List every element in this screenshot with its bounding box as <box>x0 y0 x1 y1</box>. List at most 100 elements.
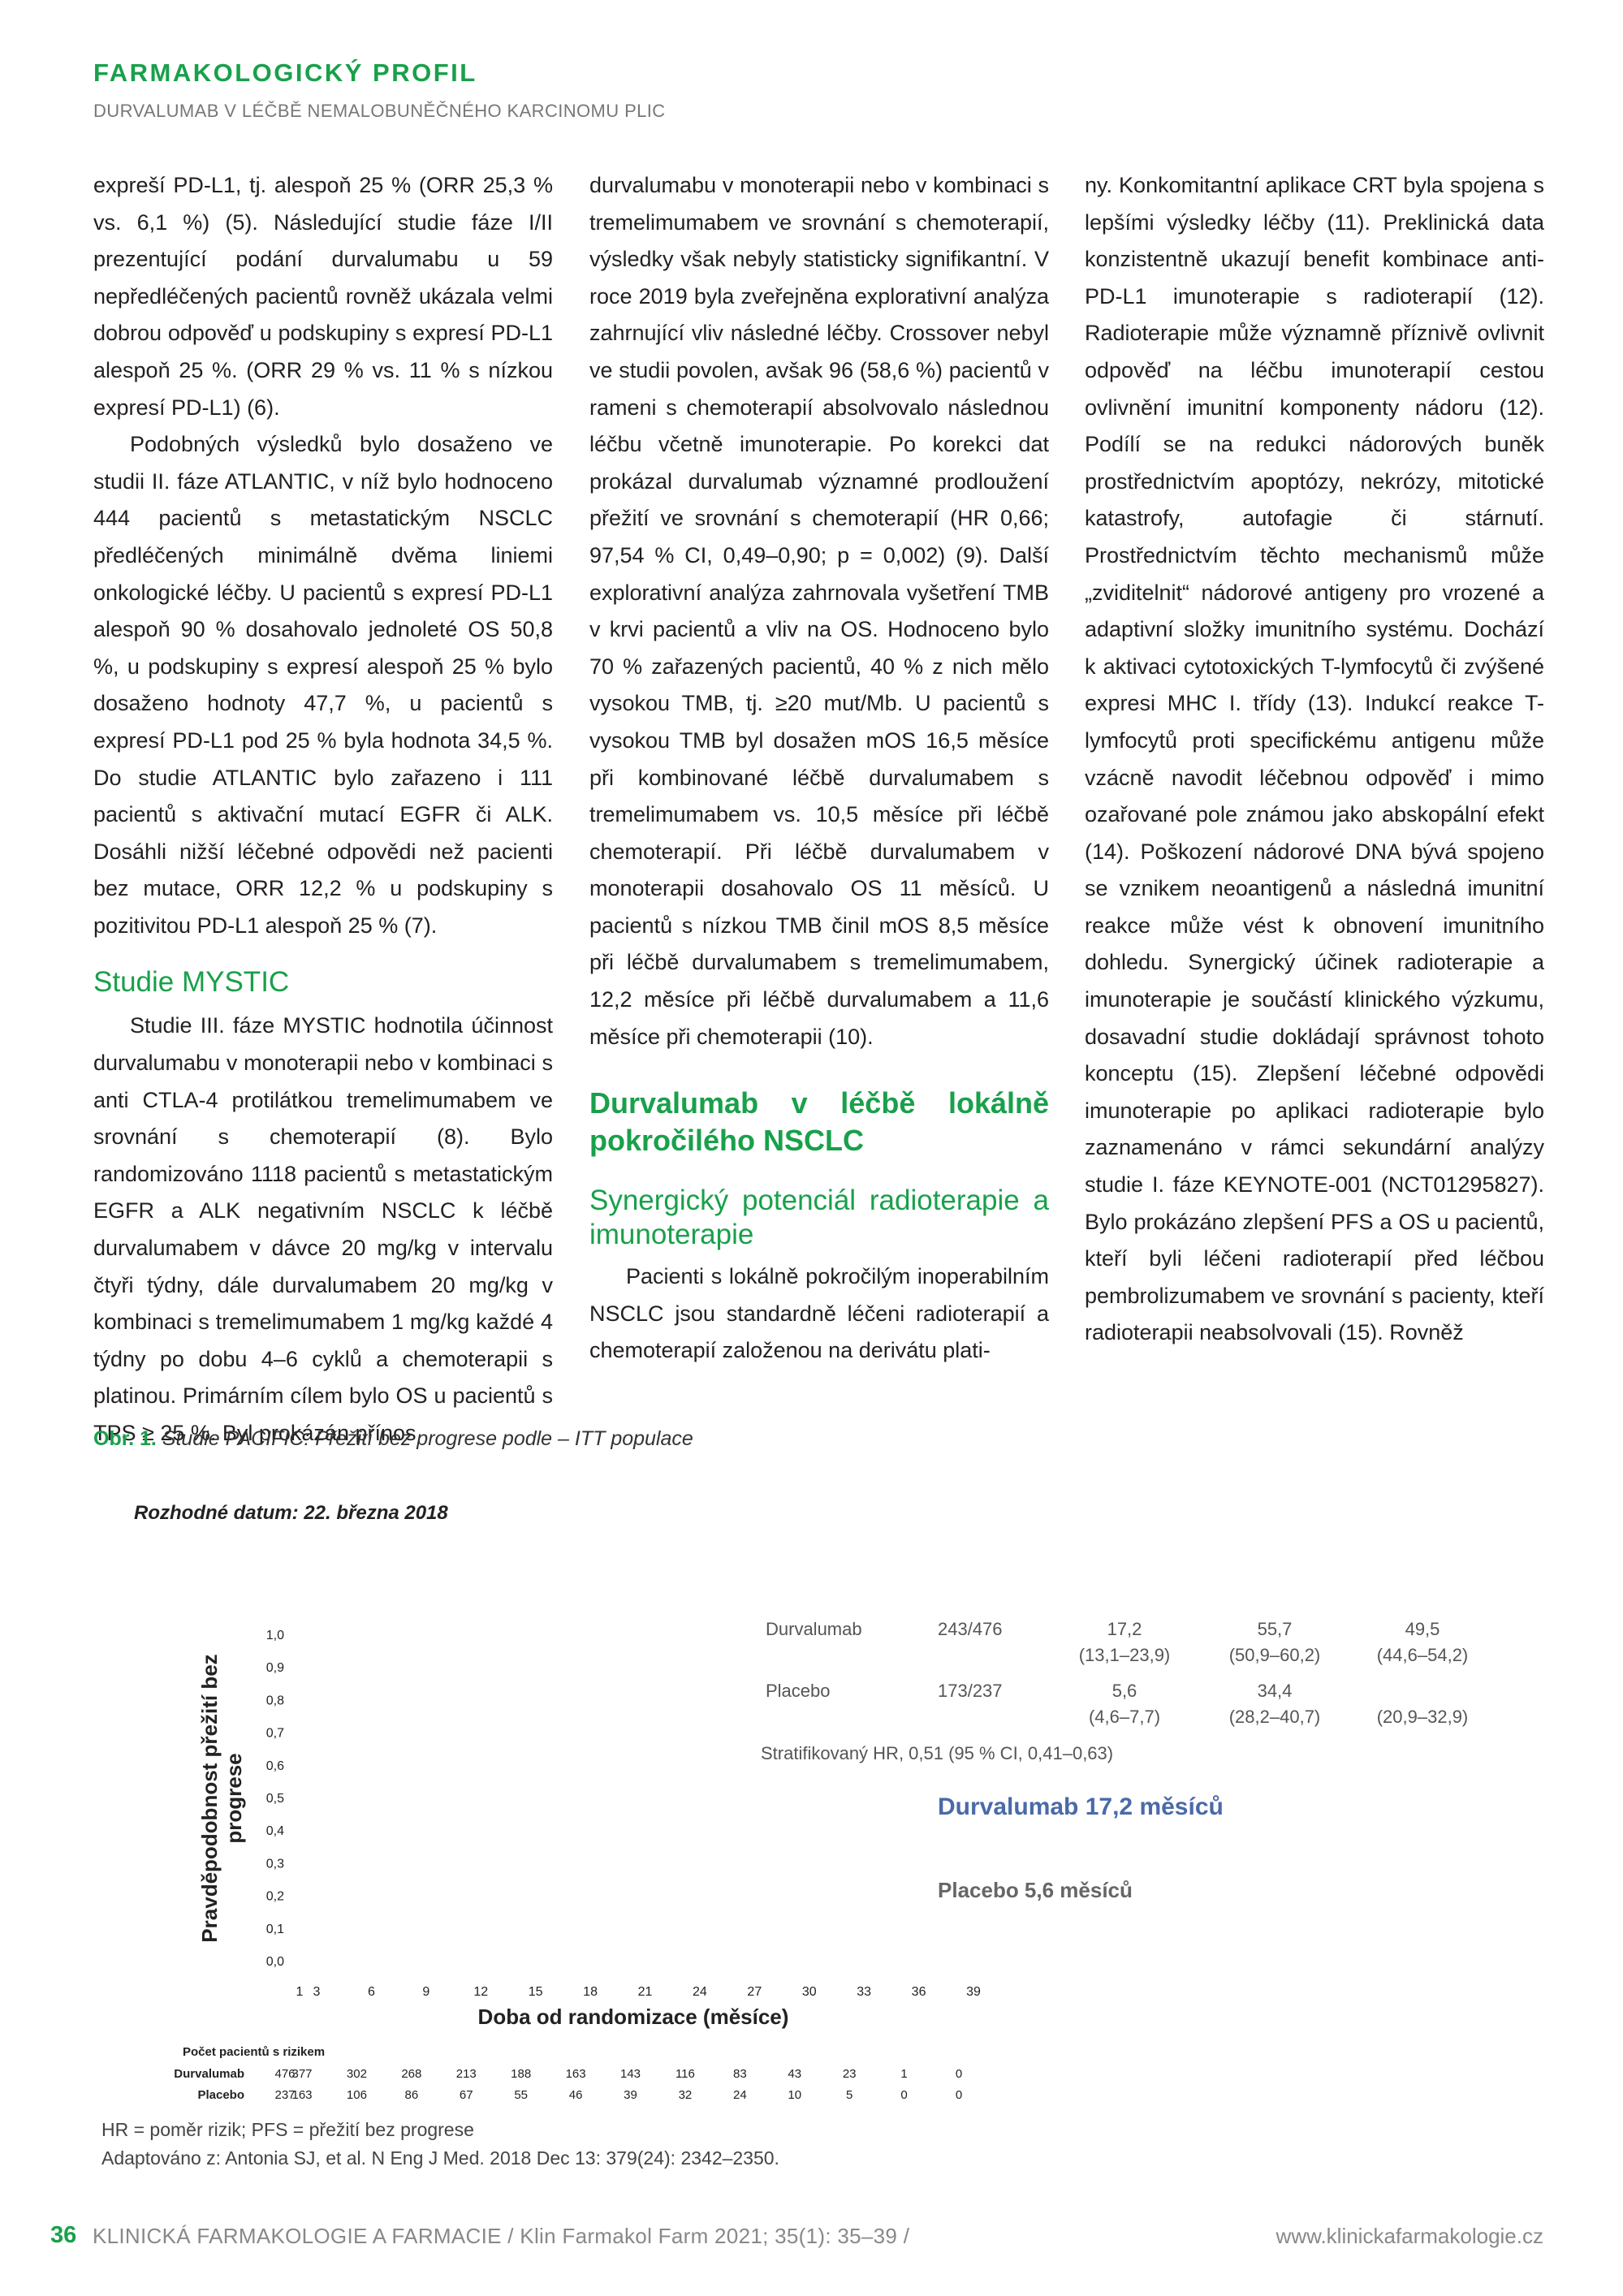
at-risk-value: 377 <box>291 2067 312 2081</box>
at-risk-value: 0 <box>956 2088 962 2102</box>
at-risk-value: 55 <box>514 2088 528 2102</box>
at-risk-value: 143 <box>620 2067 641 2081</box>
annotation-placebo-median: Placebo 5,6 měsíců <box>938 1878 1133 1902</box>
figure-label: Obr. 1. <box>93 1427 157 1450</box>
at-risk-value: 86 <box>404 2088 418 2102</box>
x-axis-title: Doba od randomizace (měsíce) <box>478 2005 789 2029</box>
y-axis-title-line2: progrese <box>222 1753 246 1843</box>
hazard-ratio: Stratifikovaný HR, 0,51 (95 % CI, 0,41–0… <box>761 1743 1113 1763</box>
section-header: FARMAKOLOGICKÝ PROFIL <box>93 58 477 87</box>
at-risk-value: 188 <box>511 2067 531 2081</box>
x-tick-label: 1 <box>296 1985 304 1999</box>
row-placebo-12m-ci: (28,2–40,7) <box>1229 1707 1321 1727</box>
row-placebo-name: Placebo <box>766 1681 831 1701</box>
journal-citation: KLINICKÁ FARMAKOLOGIE A FARMACIE / Klin … <box>93 2224 910 2248</box>
at-risk-value: 0 <box>900 2088 907 2102</box>
x-tick-label: 15 <box>529 1985 543 1999</box>
y-tick-label: 0,8 <box>266 1694 284 1707</box>
paragraph: Podobných výsledků bylo dosaženo ve stud… <box>93 432 553 938</box>
at-risk-value: 67 <box>460 2088 473 2102</box>
y-tick-label: 0,3 <box>266 1857 284 1871</box>
x-tick-label: 33 <box>857 1985 871 1999</box>
journal-website: www.klinickafarmakologie.cz <box>1276 2224 1543 2248</box>
figure-source: Adaptováno z: Antonia SJ, et al. N Eng J… <box>101 2147 779 2169</box>
at-risk-value: 106 <box>347 2088 367 2102</box>
paragraph: expreší PD-L1, tj. alespoň 25 % (ORR 25,… <box>93 173 553 420</box>
at-risk-value: 10 <box>788 2088 801 2102</box>
x-tick-label: 24 <box>693 1985 707 1999</box>
at-risk-value: 43 <box>788 2067 801 2081</box>
paragraph: Pacienti s lokálně pokročilým inoperabil… <box>589 1264 1049 1363</box>
at-risk-durvalumab-label: Durvalumab <box>174 2067 244 2081</box>
subsection-heading-synergy: Synergický potenciál radioterapie a imun… <box>589 1185 1049 1251</box>
annotation-durvalumab-median: Durvalumab 17,2 měsíců <box>938 1793 1224 1820</box>
y-tick-label: 0,4 <box>266 1824 284 1838</box>
at-risk-title: Počet pacientů s rizikem <box>183 2045 325 2059</box>
at-risk-placebo-label: Placebo <box>197 2088 244 2102</box>
at-risk-value: 32 <box>679 2088 693 2102</box>
pfs-chart: Rozhodné datum: 22. března 2018 Pravděpo… <box>134 1502 1468 2102</box>
paragraph: ny. Konkomitantní aplikace CRT byla spoj… <box>1085 173 1544 1345</box>
at-risk-value: 0 <box>956 2067 962 2081</box>
x-tick-label: 36 <box>912 1985 926 1999</box>
row-durvalumab-events: 243/476 <box>938 1619 1003 1639</box>
at-risk-value: 24 <box>733 2088 747 2102</box>
y-tick-labels: 1,0 0,9 0,8 0,7 0,6 0,5 0,4 0,3 0,2 0,1 0,0 <box>266 1629 284 1969</box>
at-risk-value: 5 <box>846 2088 853 2102</box>
at-risk-value: 83 <box>733 2067 747 2081</box>
at-risk-value: 476 <box>274 2067 295 2081</box>
results-table: Durvalumab 243/476 17,2 (13,1–23,9) 55,7… <box>761 1619 1468 1763</box>
text-column-3: ny. Konkomitantní aplikace CRT byla spoj… <box>1085 167 1544 1352</box>
x-tick-label: 12 <box>473 1985 488 1999</box>
row-durvalumab-12m: 55,7 <box>1258 1619 1293 1639</box>
y-tick-label: 0,0 <box>266 1955 284 1969</box>
at-risk-value: 1 <box>900 2067 907 2081</box>
figure-caption-text: Studie PACIFIC: Přežití bez progrese pod… <box>162 1427 693 1450</box>
x-tick-label: 3 <box>313 1985 321 1999</box>
row-placebo-events: 173/237 <box>938 1681 1003 1701</box>
row-durvalumab-median-ci: (13,1–23,9) <box>1079 1645 1171 1665</box>
at-risk-value: 39 <box>624 2088 637 2102</box>
at-risk-value: 163 <box>291 2088 312 2102</box>
y-tick-label: 0,9 <box>266 1661 284 1675</box>
row-placebo-median: 5,6 <box>1112 1681 1137 1701</box>
x-tick-label: 9 <box>422 1985 429 1999</box>
x-tick-label: 27 <box>747 1985 762 1999</box>
x-tick-label: 30 <box>802 1985 817 1999</box>
at-risk-value: 116 <box>676 2067 695 2081</box>
x-tick-label: 18 <box>583 1985 598 1999</box>
row-placebo-12m: 34,4 <box>1258 1681 1293 1701</box>
y-axis-title-line1: Pravděpodobnost přežití bez <box>197 1654 222 1942</box>
y-tick-label: 0,7 <box>266 1727 284 1741</box>
row-durvalumab-median: 17,2 <box>1107 1619 1142 1639</box>
at-risk-value: 268 <box>401 2067 421 2081</box>
y-tick-label: 0,6 <box>266 1759 284 1773</box>
x-tick-label: 21 <box>638 1985 653 1999</box>
y-tick-label: 1,0 <box>266 1629 284 1642</box>
row-placebo-median-ci: (4,6–7,7) <box>1089 1707 1160 1727</box>
at-risk-value: 237 <box>274 2088 295 2102</box>
paragraph: durvalumabu v monoterapii nebo v kombina… <box>589 173 1049 1049</box>
y-tick-label: 0,5 <box>266 1792 284 1806</box>
row-durvalumab-12m-ci: (50,9–60,2) <box>1229 1645 1321 1665</box>
article-running-title: DURVALUMAB V LÉČBĚ NEMALOBUNĚČNÉHO KARCI… <box>93 101 666 121</box>
row-durvalumab-18m: 49,5 <box>1405 1619 1440 1639</box>
page-number: 36 <box>50 2222 77 2248</box>
x-tick-label: 6 <box>368 1985 375 1999</box>
row-durvalumab-name: Durvalumab <box>766 1619 862 1639</box>
section-heading-locally-advanced: Durvalumab v léčbě lokálně pokročilého N… <box>589 1086 1049 1158</box>
figure-caption: Obr. 1. Studie PACIFIC: Přežití bez prog… <box>93 1427 693 1451</box>
at-risk-value: 163 <box>566 2067 586 2081</box>
at-risk-value: 213 <box>456 2067 477 2081</box>
y-tick-label: 0,2 <box>266 1890 284 1904</box>
at-risk-value: 23 <box>843 2067 857 2081</box>
y-tick-label: 0,1 <box>266 1923 284 1936</box>
figure-footnote-abbreviations: HR = poměr rizik; PFS = přežití bez prog… <box>101 2119 474 2140</box>
section-heading-mystic: Studie MYSTIC <box>93 966 290 999</box>
at-risk-value: 46 <box>569 2088 583 2102</box>
x-tick-label: 39 <box>966 1985 981 1999</box>
paragraph: Studie III. fáze MYSTIC hodnotila účinno… <box>93 1013 553 1445</box>
text-column-1: expreší PD-L1, tj. alespoň 25 % (ORR 25,… <box>93 167 553 1452</box>
